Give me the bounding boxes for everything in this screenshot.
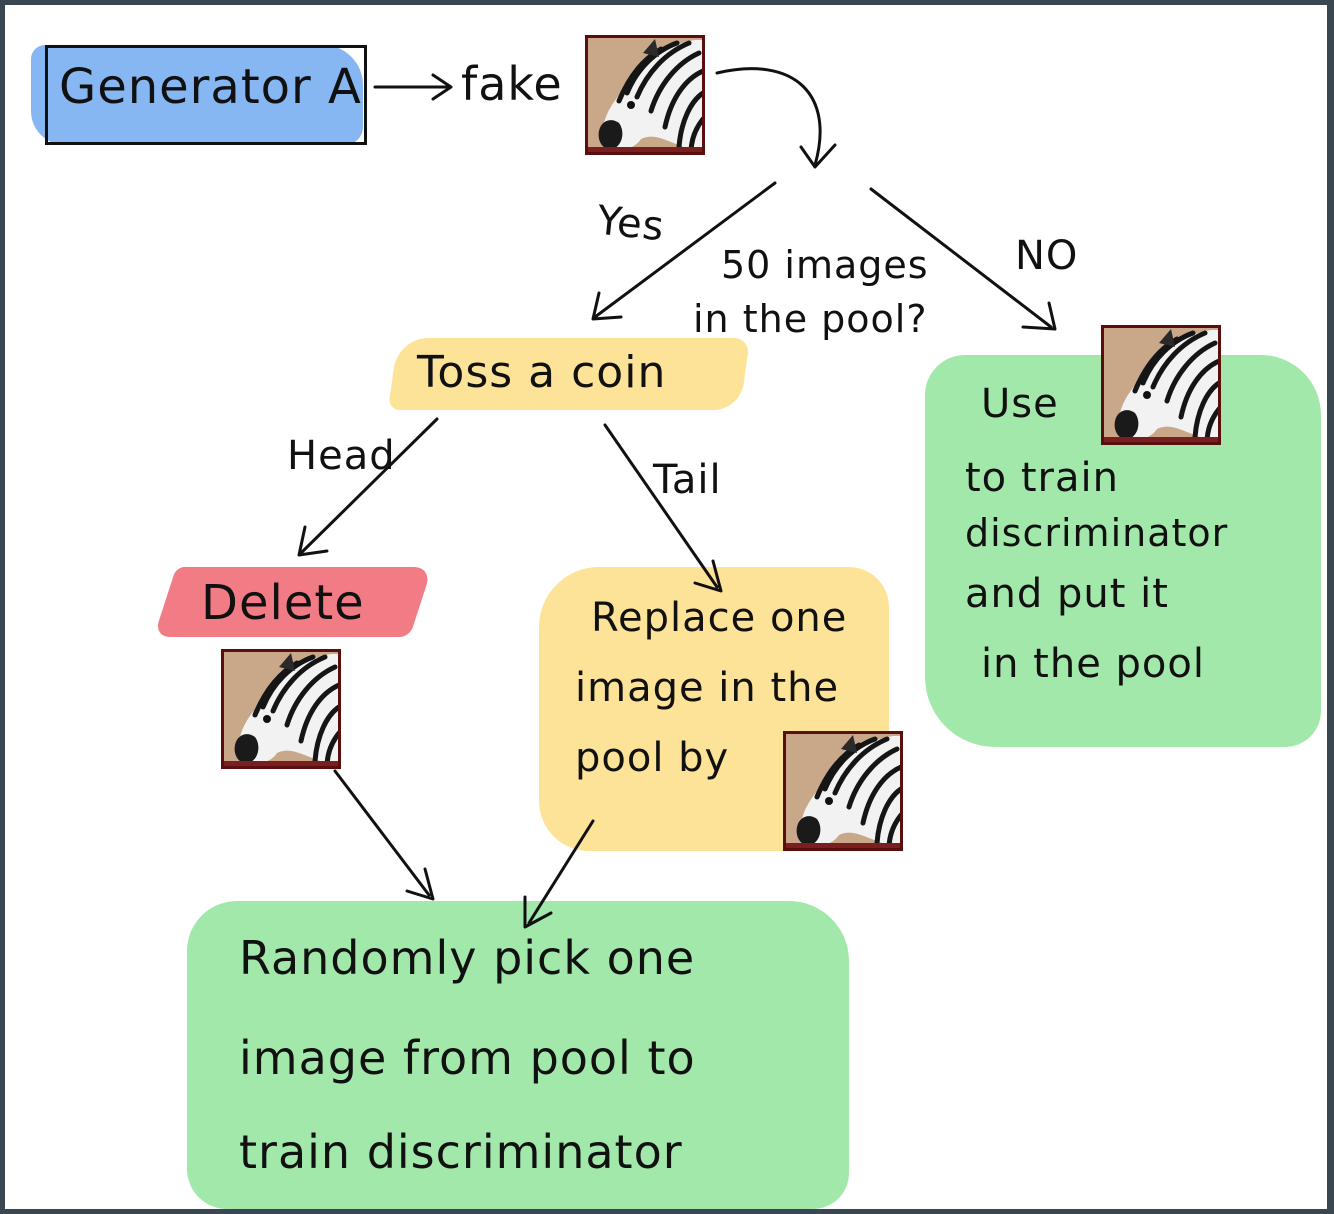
question-line1: 50 images [721,243,929,287]
random-line1: Randomly pick one [239,931,696,985]
replace-line3: pool by [575,735,730,781]
toss-label: Toss a coin [417,347,667,398]
arrow-tail [603,423,723,593]
arrow-replace-to-random [523,819,595,929]
tail-label: Tail [653,457,722,503]
replace-line2: image in the [575,665,840,711]
use-label: Use [981,381,1059,427]
use-line4: and put it [965,571,1169,617]
yes-label: Yes [594,197,667,251]
arrows-layer [297,67,1057,929]
fake-label: fake [461,57,563,111]
use-line3: discriminator [965,511,1229,555]
generator-box [45,45,367,145]
random-highlight [187,901,849,1209]
generator-highlight [31,45,363,145]
generator-label: Generator A [59,59,362,115]
arrow-yes [591,181,777,321]
zebra-image-replace [783,731,903,851]
head-label: Head [287,433,396,479]
no-label: NO [1015,233,1079,279]
use-line5: in the pool [981,641,1205,687]
random-line2: image from pool to [239,1031,696,1085]
zebra-image-fake [585,35,705,155]
arrow-head [297,417,439,557]
arrow-no [869,187,1057,331]
replace-line1: Replace one [591,595,848,641]
arrow-fake-to-question [715,67,837,169]
question-line2: in the pool? [693,297,928,341]
zebra-image-delete [221,649,341,769]
delete-label: Delete [201,575,365,631]
random-line3: train discriminator [239,1125,683,1179]
arrow-delete-to-random [333,769,435,901]
zebra-image-use [1101,325,1221,445]
arrow-generator-to-fake [373,73,453,101]
diagram-canvas: Generator A fake Yes NO 50 images in the… [5,5,1327,1209]
use-line2: to train [965,455,1119,501]
